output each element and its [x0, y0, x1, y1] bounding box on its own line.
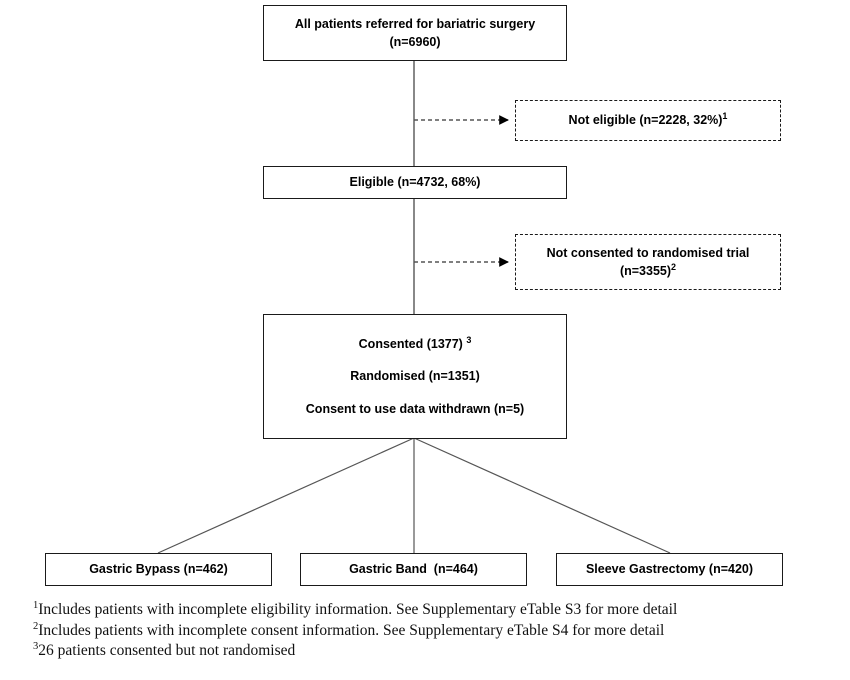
node-arm-sleeve-gastrectomy: Sleeve Gastrectomy (n=420) [556, 553, 783, 586]
footnote-2-marker: 2 [33, 620, 39, 632]
footnote-1-marker: 1 [33, 599, 39, 611]
node-eligible: Eligible (n=4732, 68%) [263, 166, 567, 199]
node-consented-count: Consented (1377) [358, 337, 467, 352]
node-not-eligible: Not eligible (n=2228, 32%)1 [515, 100, 781, 141]
node-arm-gastric-band: Gastric Band (n=464) [300, 553, 527, 586]
node-consented-superscript: 3 [466, 335, 472, 346]
node-referred-line1: All patients referred for bariatric surg… [294, 16, 536, 31]
node-not-consented-superscript: 2 [671, 261, 677, 272]
node-referred-line2: (n=6960) [389, 35, 441, 49]
node-not-eligible-label: Not eligible (n=2228, 32%)1 [569, 111, 728, 129]
node-arm-gastric-bypass: Gastric Bypass (n=462) [45, 553, 272, 586]
node-not-consented: Not consented to randomised trial (n=335… [515, 234, 781, 290]
node-not-consented-line1: Not consented to randomised trial [546, 245, 750, 260]
node-arm-sleeve-gastrectomy-label: Sleeve Gastrectomy (n=420) [585, 562, 754, 577]
footnote-2: 2Includes patients with incomplete conse… [33, 621, 823, 642]
node-not-eligible-text: Not eligible (n=2228, 32%) [568, 113, 723, 128]
footnote-2-text: Includes patients with incomplete consen… [38, 621, 665, 639]
footnote-3-marker: 3 [33, 641, 39, 653]
node-arm-gastric-bypass-label: Gastric Bypass (n=462) [89, 562, 228, 577]
node-not-eligible-superscript: 1 [722, 111, 728, 122]
connector-consented-to-bypass [157, 437, 415, 554]
node-eligible-label: Eligible (n=4732, 68%) [349, 175, 481, 190]
footnote-1: 1Includes patients with incomplete eligi… [33, 600, 823, 621]
connector-consented-to-sleeve [413, 437, 671, 554]
node-all-patients-referred: All patients referred for bariatric surg… [263, 5, 567, 61]
node-arm-gastric-band-label: Gastric Band (n=464) [349, 562, 478, 577]
node-consented-line3: Consent to use data withdrawn (n=5) [305, 401, 525, 416]
node-not-consented-count: (n=3355) [619, 264, 672, 278]
node-consented: Consented (1377) 3 Randomised (n=1351) C… [263, 314, 567, 439]
footnote-1-text: Includes patients with incomplete eligib… [38, 601, 678, 618]
footnotes: 1Includes patients with incomplete eligi… [33, 600, 823, 662]
footnote-3-text: 26 patients consented but not randomised [38, 642, 296, 660]
node-not-consented-line2: (n=3355)2 [620, 262, 676, 280]
footnote-3: 326 patients consented but not randomise… [33, 641, 823, 662]
node-consented-line2: Randomised (n=1351) [350, 369, 480, 384]
node-consented-line1: Consented (1377) 3 [359, 335, 472, 353]
